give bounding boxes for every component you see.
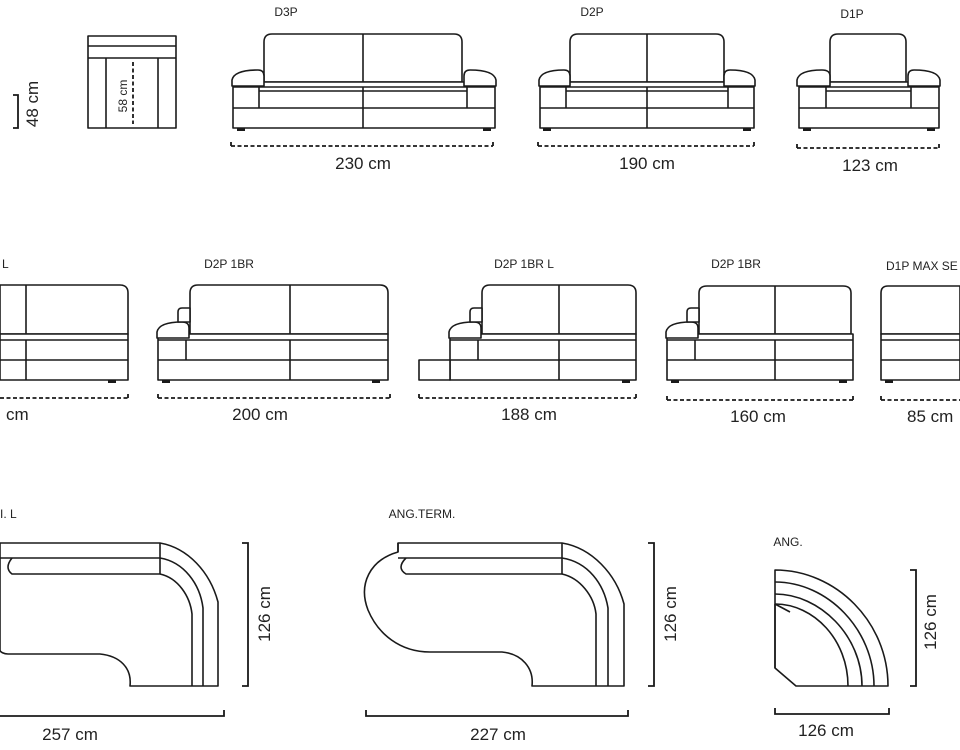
sofa-d1p-max-se: D1P MAX SE 85 cm	[880, 259, 960, 426]
sofa-d2p-1br-l-label: D2P 1BR L	[494, 257, 554, 271]
sofa-ang-term-width: 227 cm	[470, 725, 526, 744]
sofa-corner-term-l-label: I. L	[0, 507, 17, 521]
sofa-d2p-1br-200-width: 200 cm	[232, 405, 288, 424]
sofa-corner-term-l-width: 257 cm	[42, 725, 98, 744]
sofa-row2-partial-label: L	[2, 257, 9, 271]
sofa-d1p-max-se-width: 85 cm	[907, 407, 953, 426]
sofa-corner-term-l: I. L 126 cm 257 cm	[0, 507, 274, 744]
sofa-ang-term-label: ANG.TERM.	[389, 507, 456, 521]
sofa-d1p-max-se-label: D1P MAX SE	[886, 259, 958, 273]
sofa-d3p-label: D3P	[274, 5, 297, 19]
sofa-d2p-1br-l-width: 188 cm	[501, 405, 557, 424]
sofa-row2-partial-width: cm	[6, 405, 29, 424]
sofa-d2p: D2P 190 cm	[537, 5, 756, 173]
height-label: 48 cm	[23, 81, 42, 127]
seat-depth-label: 58 cm	[116, 80, 130, 113]
side-view: 48 cm 58 cm	[13, 35, 177, 129]
sofa-d1p-width: 123 cm	[842, 156, 898, 175]
sofa-ang-depth: 126 cm	[921, 594, 940, 650]
sofa-d2p-1br-160: D2P 1BR 160 cm	[665, 257, 854, 426]
sofa-ang-term: ANG.TERM. 126 cm 227 cm	[363, 507, 680, 744]
sofa-d2p-1br-200-label: D2P 1BR	[204, 257, 254, 271]
sofa-d1p: D1P 123 cm	[796, 7, 941, 175]
sofa-corner-term-l-depth: 126 cm	[255, 586, 274, 642]
side-view-body	[87, 35, 177, 129]
sofa-d2p-1br-l: D2P 1BR L 188 cm	[418, 257, 637, 424]
sofa-ang-term-depth: 126 cm	[661, 586, 680, 642]
sofa-ang-label: ANG.	[773, 535, 802, 549]
sofa-ang: ANG. 126 cm 126 cm	[773, 535, 940, 740]
sofa-d2p-1br-160-width: 160 cm	[730, 407, 786, 426]
sofa-d2p-1br-200: D2P 1BR 200 cm	[156, 257, 391, 424]
sofa-d2p-label: D2P	[580, 5, 603, 19]
sofa-d1p-label: D1P	[840, 7, 863, 21]
sofa-ang-width: 126 cm	[798, 721, 854, 740]
sofa-d2p-1br-160-label: D2P 1BR	[711, 257, 761, 271]
sofa-d3p-width: 230 cm	[335, 154, 391, 173]
sofa-d3p: D3P 230 cm	[230, 5, 497, 173]
sofa-row2-partial-left: L cm	[0, 257, 129, 424]
sofa-d2p-width: 190 cm	[619, 154, 675, 173]
height-dimension-line	[13, 94, 19, 129]
